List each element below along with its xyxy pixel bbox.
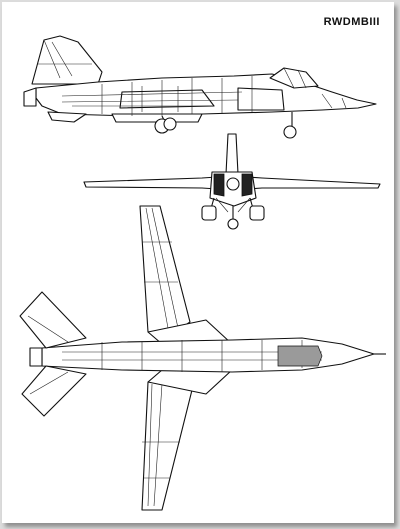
side-canopy [269,67,319,89]
side-nozzle [23,87,37,107]
front-right-wheels [249,205,265,221]
front-left-intake [213,173,225,197]
top-cockpit [277,345,323,367]
aircraft-three-view [19,35,386,511]
side-nose-wheel [283,125,297,139]
side-wing-root [119,89,215,109]
side-intake [237,87,285,111]
top-stabilizer-upper [19,291,87,349]
drawing-sheet: RWDMBIII [2,2,394,523]
top-stabilizer-lower [21,365,87,417]
top-fuselage [41,337,375,373]
watermark-label: RWDMBIII [323,16,380,28]
side-tail-fin [31,35,103,85]
top-nozzle [29,347,43,367]
front-right-intake [241,173,253,197]
top-wing-lower [141,379,193,511]
front-left-wheels [201,205,217,221]
front-view [83,133,381,230]
front-nose-wheel [227,218,239,230]
side-ventral-fin [47,111,87,123]
side-underwing-store [111,113,203,123]
front-radome [226,177,240,191]
side-view [23,35,377,139]
front-tail-fin [225,133,239,175]
top-wing-upper [139,205,191,335]
top-view [19,205,386,511]
